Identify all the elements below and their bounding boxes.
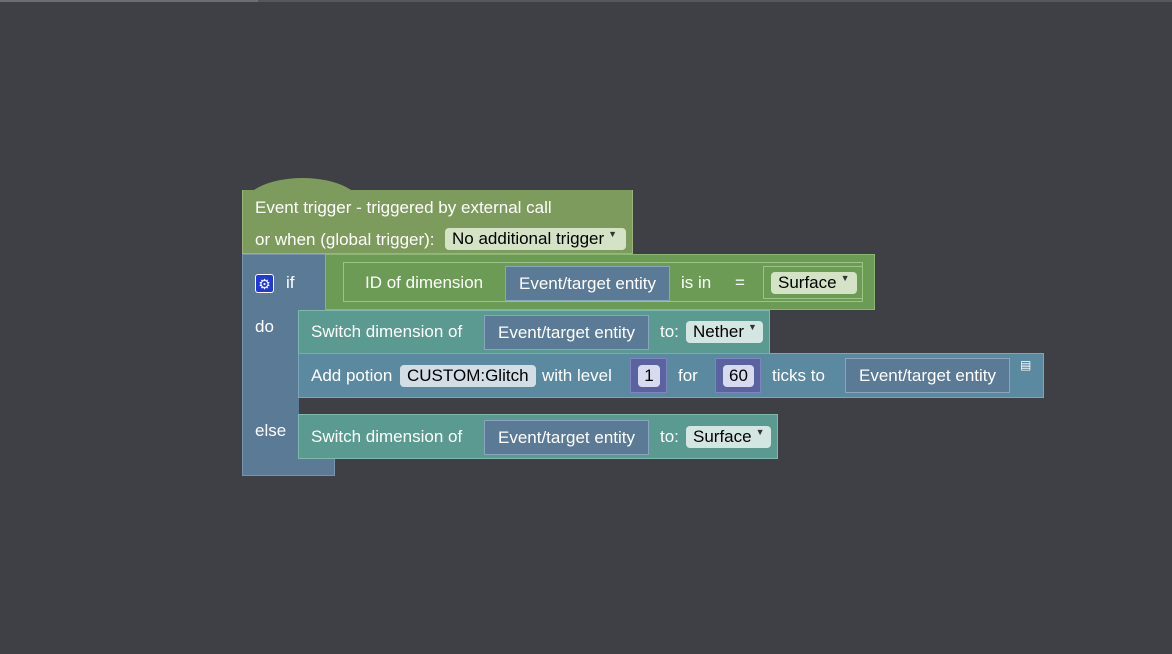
condition-entity-block[interactable]: Event/target entity: [505, 266, 670, 301]
else-switch-label: Switch dimension of: [311, 427, 463, 446]
ticks-value[interactable]: 60: [723, 365, 754, 387]
else-dimension-value: Surface: [693, 427, 752, 446]
potion-field[interactable]: CUSTOM:Glitch: [400, 365, 536, 387]
dropdown-arrow-icon: ▼: [608, 229, 618, 239]
switch-dimension-value: Nether: [693, 322, 745, 341]
condition-dimension-dropdown[interactable]: Surface▼: [771, 272, 857, 294]
is-in-label: is in: [681, 273, 712, 292]
do-label: do: [255, 317, 274, 336]
workspace-top-border: [0, 0, 1172, 2]
else-to-label: to:: [660, 427, 679, 446]
gear-icon[interactable]: ⚙: [255, 274, 274, 293]
condition-entity-text: Event/target entity: [518, 274, 657, 293]
condition-dimension-value: Surface: [778, 273, 837, 292]
ticks-number-block[interactable]: 60: [715, 358, 761, 393]
with-level-label: with level: [542, 366, 612, 385]
dropdown-arrow-icon: ▼: [748, 322, 757, 332]
ticks-to-label: ticks to: [772, 366, 825, 385]
else-entity-block[interactable]: Event/target entity: [484, 420, 649, 455]
potion-entity-text: Event/target entity: [858, 366, 997, 385]
if-label: if: [286, 273, 295, 292]
event-trigger-title: Event trigger - triggered by external ca…: [255, 198, 552, 217]
potion-entity-block[interactable]: Event/target entity: [845, 358, 1010, 393]
switch-entity-block[interactable]: Event/target entity: [484, 315, 649, 350]
potion-value: CUSTOM:Glitch: [407, 366, 529, 385]
else-entity-text: Event/target entity: [497, 428, 636, 447]
add-potion-label: Add potion: [311, 366, 393, 385]
equals-label: =: [735, 273, 745, 292]
comment-icon[interactable]: ▤: [1020, 358, 1032, 372]
switch-to-label: to:: [660, 322, 679, 341]
else-label: else: [255, 421, 287, 440]
global-trigger-label: or when (global trigger):: [255, 230, 435, 249]
for-label: for: [678, 366, 698, 385]
else-dimension-dropdown[interactable]: Surface▼: [686, 426, 771, 448]
level-number-block[interactable]: 1: [630, 358, 667, 393]
switch-entity-text: Event/target entity: [497, 323, 636, 342]
dropdown-arrow-icon: ▼: [840, 273, 850, 283]
global-trigger-dropdown[interactable]: No additional trigger▼: [445, 228, 626, 250]
if-else-block-footer: [242, 458, 335, 476]
switch-dimension-dropdown[interactable]: Nether▼: [686, 321, 763, 343]
global-trigger-value: No additional trigger: [452, 229, 605, 248]
dimension-id-label: ID of dimension: [365, 273, 484, 292]
level-value[interactable]: 1: [638, 365, 660, 387]
dropdown-arrow-icon: ▼: [755, 427, 765, 437]
switch-dimension-label: Switch dimension of: [311, 322, 463, 341]
